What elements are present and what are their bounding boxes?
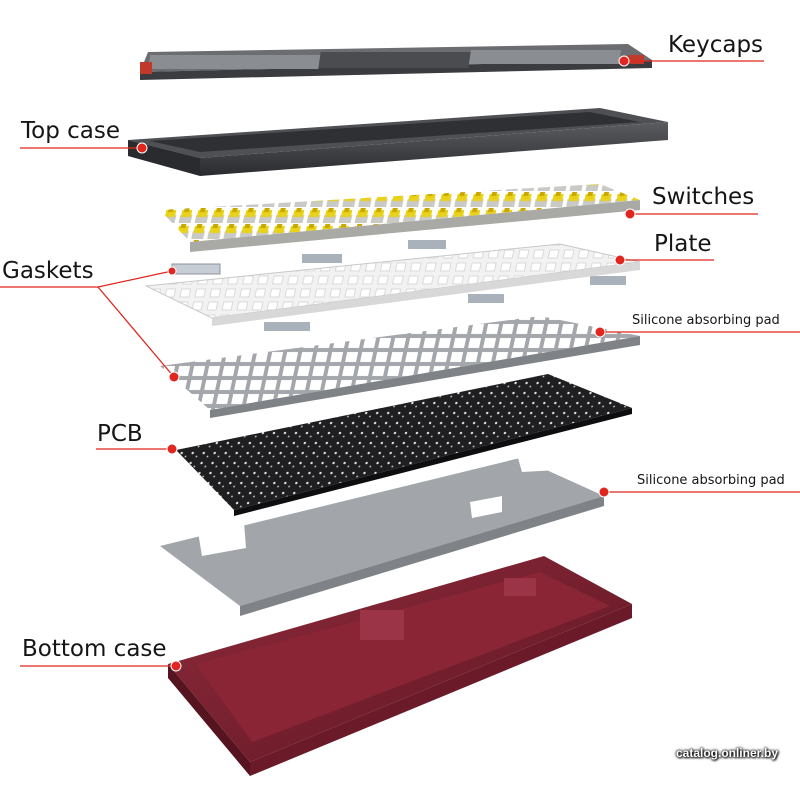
silicone-pad-lower-marker: [598, 486, 610, 498]
watermark: catalog.onliner.by: [675, 746, 778, 760]
switches-layer: [160, 184, 640, 252]
top-case-label: Top case: [21, 118, 120, 144]
pcb-marker: [166, 443, 178, 455]
leader-lines: [0, 60, 800, 667]
gasket-marker-upper: [167, 266, 177, 276]
silicone-pad-lower-label: Silicone absorbing pad: [637, 473, 785, 488]
keycaps-label: Keycaps: [668, 32, 764, 58]
bottom-case-label: Bottom case: [22, 636, 167, 662]
plate-label: Plate: [654, 231, 712, 257]
top-case-layer: [128, 108, 668, 176]
top-case-marker: [136, 142, 148, 154]
gasket-marker-lower: [168, 371, 180, 383]
plate-layer: [144, 243, 641, 326]
switches-label: Switches: [652, 184, 755, 210]
pcb-label: PCB: [97, 421, 143, 447]
silicone-pad-lower-layer: [160, 454, 604, 616]
gaskets-label: Gaskets: [2, 258, 94, 284]
marker-dots: [136, 55, 636, 672]
silicone-pad-upper-layer: [160, 316, 640, 418]
silicone-pad-upper-label: Silicone absorbing pad: [632, 313, 780, 328]
plate-marker: [614, 254, 626, 266]
switches-marker: [624, 208, 636, 220]
keycaps-layer: [140, 44, 652, 80]
bottom-case-marker: [170, 660, 182, 672]
pcb-layer: [176, 374, 632, 516]
silicone-pad-upper-marker: [594, 326, 606, 338]
keycaps-marker: [618, 55, 630, 67]
bottom-case-layer: [168, 556, 632, 776]
